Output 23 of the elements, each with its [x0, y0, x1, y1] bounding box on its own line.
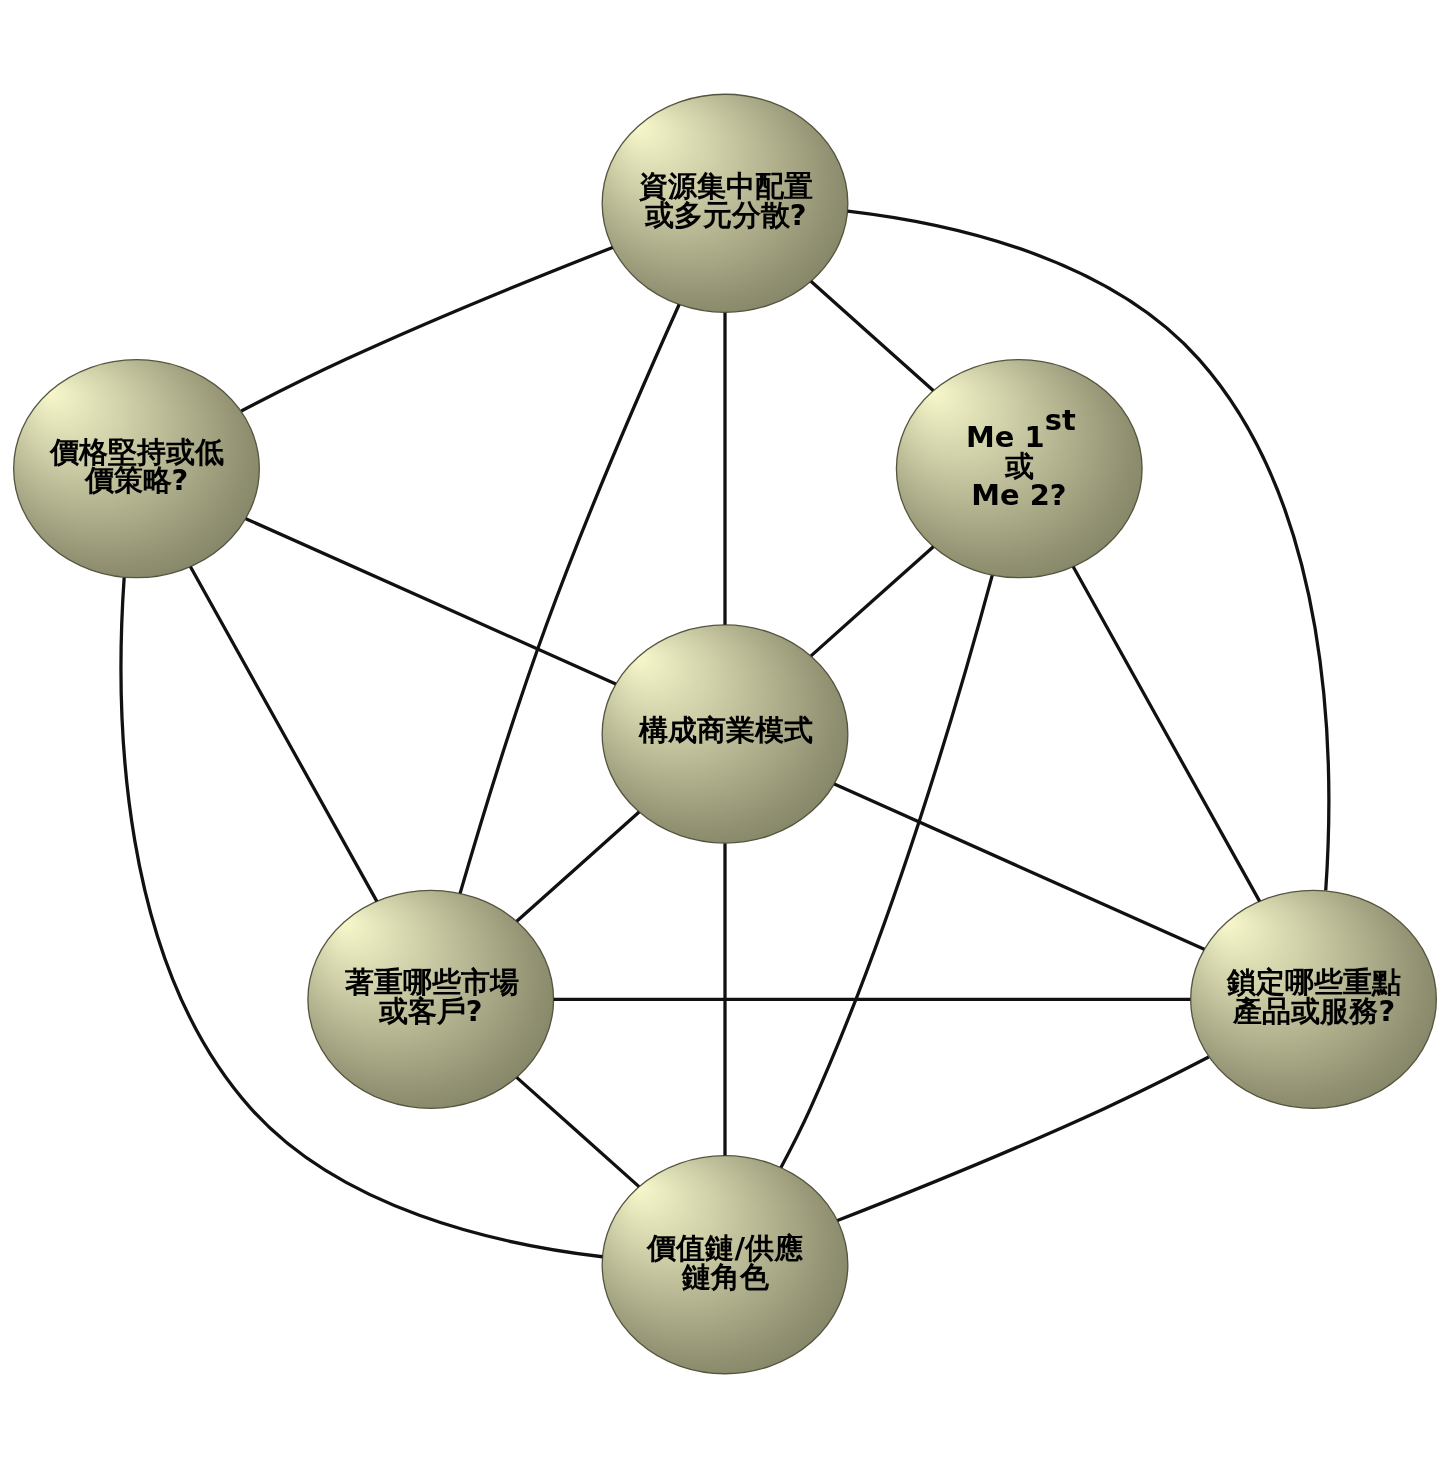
node-ellipse: 價值鏈/供應鏈角色: [601, 1155, 849, 1375]
connector: [723, 312, 727, 625]
connector: [809, 545, 935, 658]
connector: [515, 1076, 641, 1188]
connector: [245, 517, 617, 686]
connector: [240, 245, 614, 413]
node-ellipse: 構成商業模式: [601, 624, 849, 844]
connector: [1071, 566, 1262, 903]
node-ellipse: 著重哪些市場或客戶?: [307, 889, 555, 1110]
connector: [189, 566, 379, 903]
connector: [809, 280, 935, 392]
connector: [779, 574, 994, 1169]
connector: [723, 843, 727, 1156]
connector: [553, 997, 1191, 1001]
connector: [833, 782, 1205, 951]
node-ellipse: 價格堅持或低價策略?: [13, 358, 260, 579]
connector: [119, 577, 603, 1259]
node-ellipse: 鎖定哪些重點產品或服務?: [1190, 889, 1437, 1110]
connector: [458, 303, 681, 894]
connector: [847, 209, 1331, 891]
node-ellipse: 資源集中配置或多元分散?: [601, 93, 849, 313]
connector: [836, 1055, 1210, 1223]
connector: [515, 810, 641, 923]
